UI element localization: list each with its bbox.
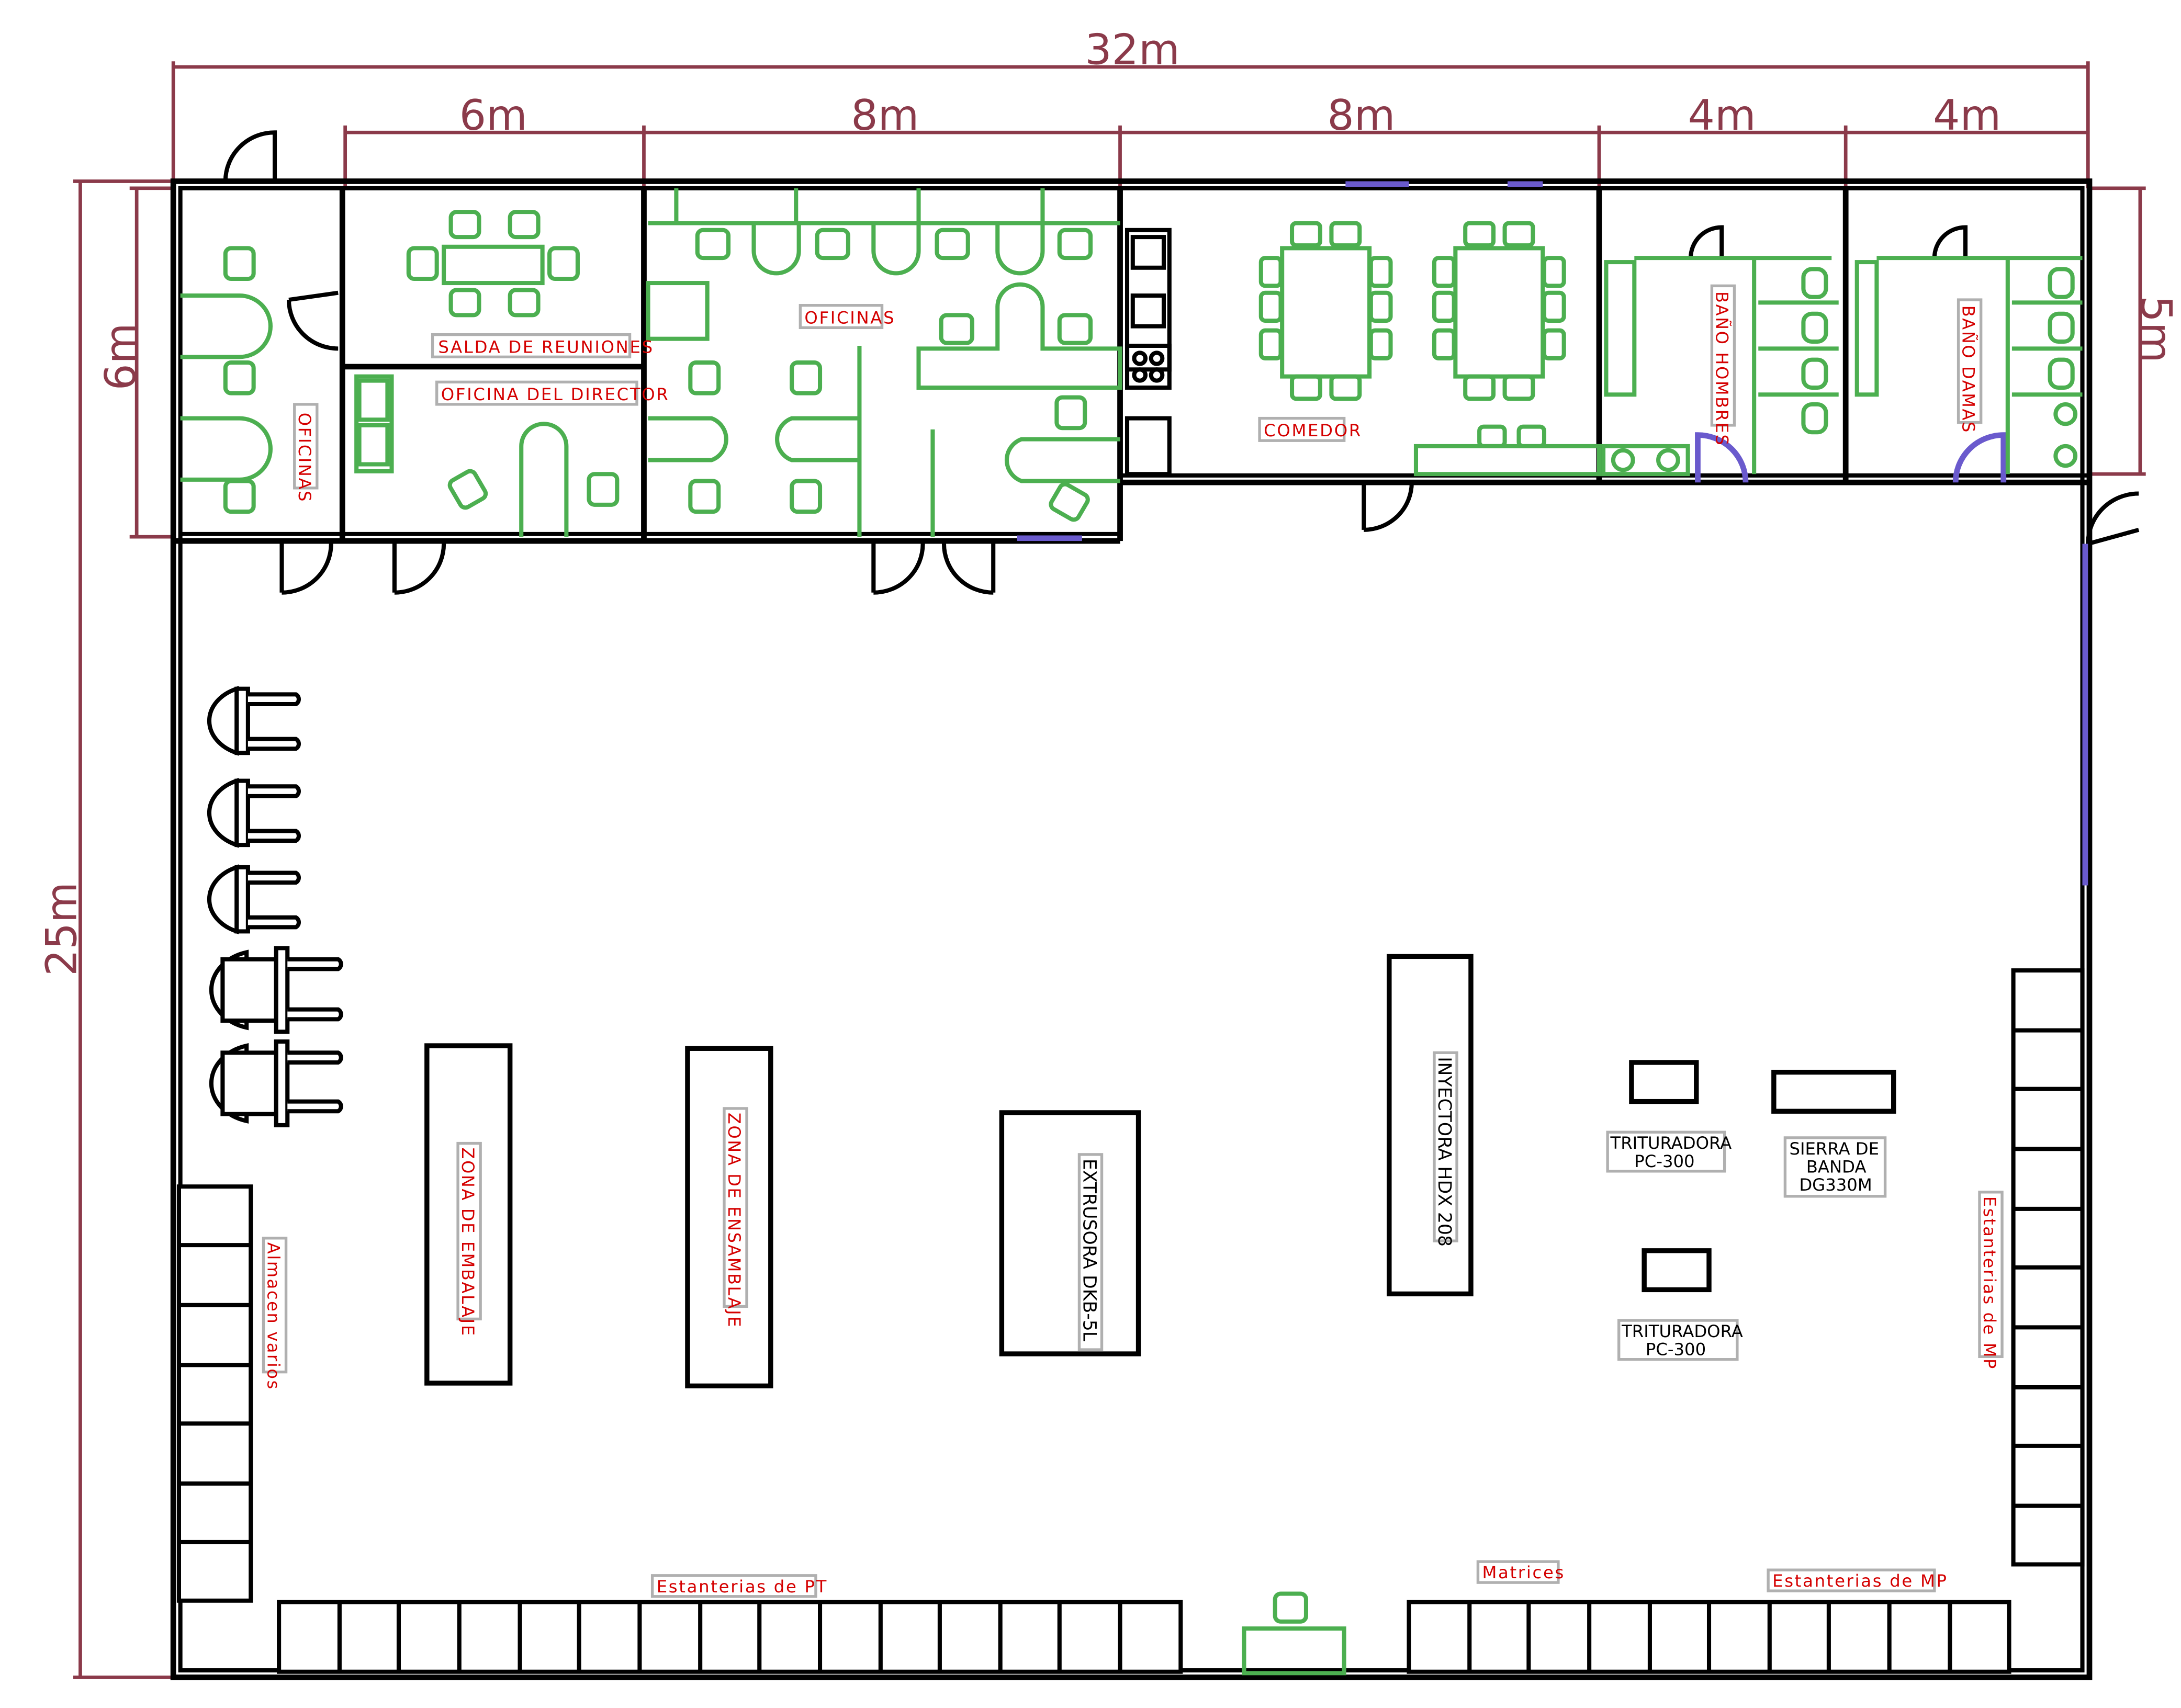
pallet-jack-icon: [207, 864, 301, 934]
label-bano-damas: BAÑO DAMAS: [1959, 306, 1978, 434]
label-sierra-line1: SIERRA DE: [1789, 1139, 1879, 1159]
forklift-icon: [209, 1039, 343, 1127]
label-estanterias-mp-bottom: Estanterias de MP: [1772, 1571, 1948, 1591]
label-estanterias-mp-right: Estanterias de MP: [1980, 1196, 1999, 1370]
doors: [223, 130, 2140, 595]
inyectora-machine: [1387, 954, 1474, 1297]
label-estanterias-pt: Estanterias de PT: [657, 1577, 828, 1597]
extrusora-machine: [999, 1110, 1141, 1356]
dimension-lines: 32m 6m 8m 8m 4m 4m 25m 6m 5m: [37, 25, 2181, 1679]
label-zona-ensamblaje: ZONA DE ENSAMBLAJE: [724, 1113, 744, 1328]
label-oficina-director: OFICINA DEL DIRECTOR: [441, 384, 670, 404]
windows: [1017, 181, 2088, 886]
label-oficinas-center: OFICINAS: [804, 308, 895, 328]
building-walls: [170, 178, 2093, 1680]
label-trituradora-1-line1: TRITURADORA: [1610, 1133, 1732, 1153]
label-matrices: Matrices: [1482, 1563, 1566, 1582]
label-zona-embalaje: ZONA DE EMBALAJE: [458, 1148, 478, 1337]
office-furniture: [180, 188, 2083, 537]
pallet-jack-icon: [207, 778, 301, 848]
dim-restroom-depth: 5m: [2132, 296, 2181, 363]
label-extrusora: EXTRUSORA DKB-5L: [1078, 1159, 1099, 1342]
production-area: ZONA DE EMBALAJE ZONA DE ENSAMBLAJE EXTR…: [424, 954, 1896, 1388]
label-trituradora-2-line2: PC-300: [1646, 1340, 1706, 1360]
label-inyectora: INYECTORA HDX 208: [1434, 1057, 1455, 1247]
label-trituradora-2-line1: TRITURADORA: [1621, 1321, 1743, 1341]
label-almacen: Almacen varios: [264, 1242, 284, 1390]
label-sala-reuniones: SALDA DE REUNIONES: [438, 337, 654, 357]
dim-segment-5: 4m: [1933, 91, 2001, 140]
sierra-banda: [1771, 1069, 1896, 1114]
pallet-jack-icon: [207, 686, 301, 756]
label-oficinas-left: OFICINAS: [295, 413, 314, 503]
label-sierra-line2: BANDA: [1806, 1157, 1867, 1177]
dim-overall-depth: 25m: [37, 882, 86, 976]
trituradora-1: [1629, 1060, 1699, 1104]
room-labels: SALDA DE REUNIONES OFICINA DEL DIRECTOR …: [293, 284, 1983, 503]
dim-overall-width: 32m: [1085, 25, 1179, 74]
label-trituradora-1-line2: PC-300: [1634, 1151, 1694, 1171]
forklifts: [207, 686, 343, 1127]
label-sierra-line3: DG330M: [1799, 1175, 1872, 1195]
shelving: Almacen varios Estanterias de PT: [176, 968, 2085, 1676]
dim-segment-2: 8m: [851, 91, 919, 140]
dim-office-depth: 6m: [96, 323, 145, 391]
forklift-icon: [209, 946, 343, 1034]
dim-segment-3: 8m: [1327, 91, 1395, 140]
trituradora-2: [1642, 1248, 1712, 1293]
dim-segment-1: 6m: [459, 91, 527, 140]
label-comedor: COMEDOR: [1264, 421, 1362, 440]
label-bano-hombres: BAÑO HOMBRES: [1712, 291, 1732, 446]
dim-segment-4: 4m: [1688, 91, 1756, 140]
